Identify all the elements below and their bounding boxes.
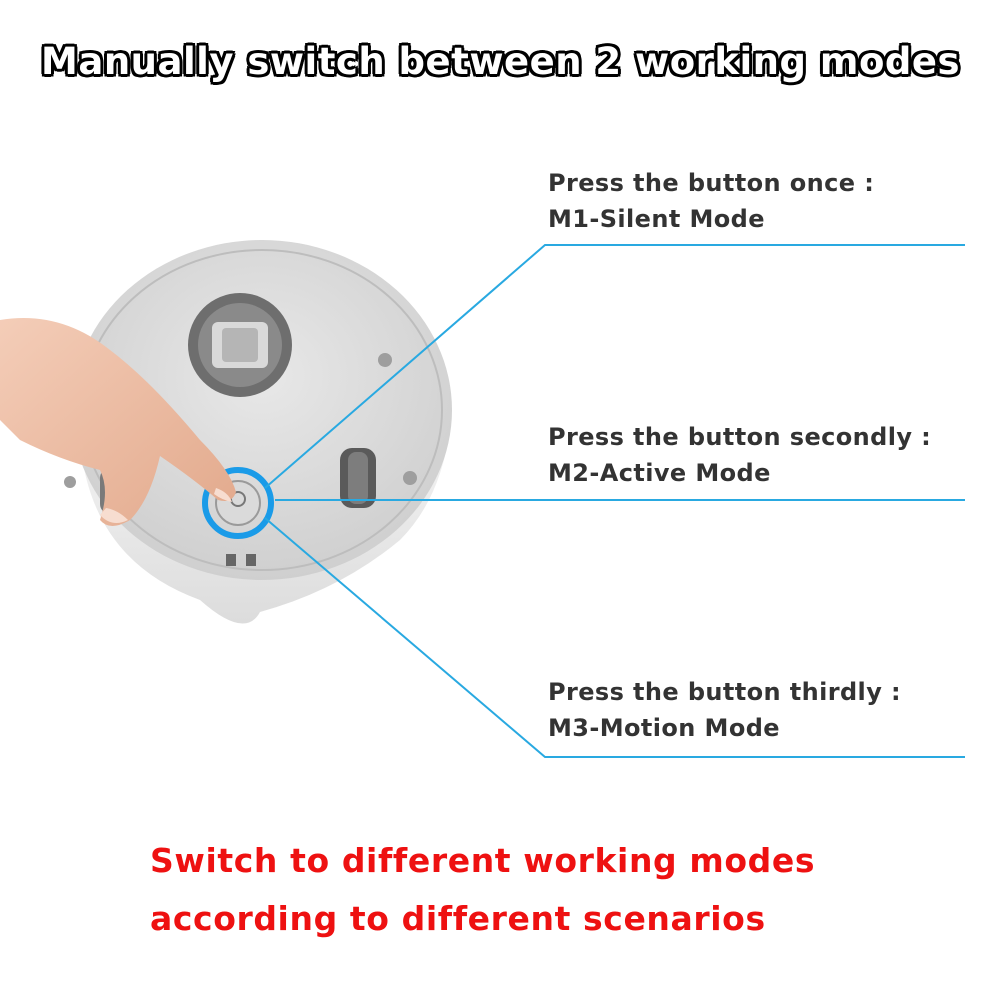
- leader-line-m1: [264, 244, 965, 489]
- footer-line1: Switch to different working modes: [150, 841, 816, 880]
- callout-m2-line2: M2-Active Mode: [548, 459, 771, 487]
- slot: [226, 554, 236, 566]
- screw: [403, 471, 417, 485]
- footer-message: Switch to different working modes accord…: [150, 832, 815, 948]
- callout-m2-line1: Press the button secondly :: [548, 423, 932, 451]
- screw: [64, 476, 76, 488]
- leader-line-m3: [264, 517, 965, 758]
- callout-m3: Press the button thirdly : M3-Motion Mod…: [548, 674, 901, 746]
- callout-m1: Press the button once : M1-Silent Mode: [548, 165, 874, 237]
- pointing-hand: [0, 318, 236, 526]
- slot: [246, 554, 256, 566]
- callout-m1-line1: Press the button once :: [548, 169, 875, 197]
- button-highlight-ring: [202, 467, 274, 539]
- callout-m2: Press the button secondly : M2-Active Mo…: [548, 419, 931, 491]
- leader-lines: [264, 244, 965, 758]
- callout-m3-line1: Press the button thirdly :: [548, 678, 901, 706]
- footer-line2: according to different scenarios: [150, 899, 766, 938]
- screw: [378, 353, 392, 367]
- headline: Manually switch between 2 working modes: [41, 40, 960, 83]
- device: [64, 240, 452, 624]
- callout-m3-line2: M3-Motion Mode: [548, 714, 780, 742]
- callout-m1-line2: M1-Silent Mode: [548, 205, 765, 233]
